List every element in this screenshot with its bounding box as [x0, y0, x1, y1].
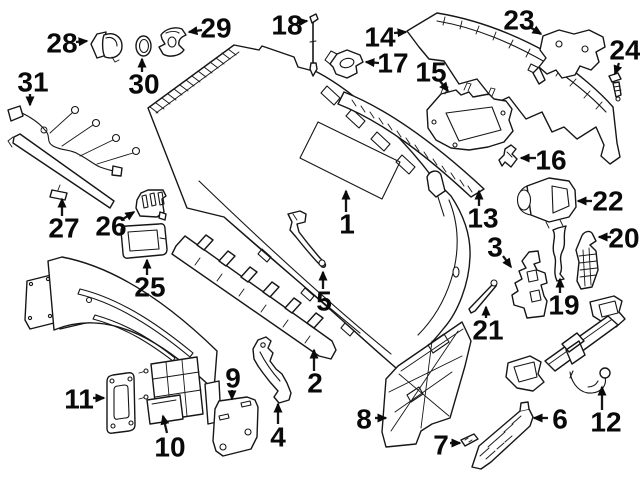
- callout-13[interactable]: 13: [467, 203, 498, 234]
- part-park-sensor: [90, 31, 123, 63]
- callout-10[interactable]: 10: [154, 432, 185, 463]
- part-seal-ring: [135, 35, 152, 57]
- callout-30[interactable]: 30: [128, 69, 159, 100]
- callout-22[interactable]: 22: [592, 186, 623, 217]
- callout-layer: 1234567891011121314151617181920212223242…: [17, 5, 640, 463]
- part-corner-bracket-lower: [252, 336, 292, 404]
- callout-arrow-23: [529, 25, 543, 35]
- part-side-bracket: [511, 250, 548, 319]
- part-corner-bracket-upper: [324, 49, 364, 79]
- part-trailer-hitch: [505, 295, 626, 394]
- part-wiring-harness: [7, 105, 141, 177]
- callout-14[interactable]: 14: [364, 22, 396, 53]
- callout-arrow-17: [364, 58, 380, 68]
- part-cover-plate: [120, 223, 168, 259]
- part-clip: [498, 144, 518, 168]
- callout-arrow-29: [187, 26, 203, 36]
- part-energy-absorber: [171, 234, 337, 360]
- callout-29[interactable]: 29: [200, 13, 231, 44]
- callout-9[interactable]: 9: [225, 363, 241, 394]
- callout-24[interactable]: 24: [609, 35, 640, 66]
- callout-arrow-24: [613, 62, 623, 76]
- callout-1[interactable]: 1: [339, 209, 355, 240]
- callout-arrow-26: [122, 211, 136, 221]
- callout-arrow-14: [393, 28, 408, 38]
- callout-16[interactable]: 16: [535, 145, 566, 176]
- callout-27[interactable]: 27: [48, 213, 79, 244]
- part-vent-grid: [575, 230, 599, 290]
- callout-18[interactable]: 18: [271, 10, 302, 41]
- part-exhaust-trim: [516, 177, 577, 229]
- part-molding-strip: [552, 225, 567, 282]
- callout-17[interactable]: 17: [377, 48, 408, 79]
- callout-2[interactable]: 2: [307, 368, 323, 399]
- callout-20[interactable]: 20: [608, 223, 639, 254]
- callout-11[interactable]: 11: [64, 384, 94, 415]
- part-closing-panel: [381, 321, 472, 448]
- part-screw: [608, 72, 622, 102]
- part-gasket-plate: [106, 372, 136, 434]
- callout-arrow-10: [160, 414, 170, 434]
- callout-6[interactable]: 6: [552, 404, 568, 435]
- part-sill-strip: [7, 133, 115, 209]
- part-step-pad: [337, 91, 485, 198]
- part-sensor-holder: [158, 27, 187, 57]
- callout-28[interactable]: 28: [46, 28, 77, 59]
- callout-31[interactable]: 31: [17, 67, 48, 98]
- callout-8[interactable]: 8: [356, 404, 372, 435]
- callout-26[interactable]: 26: [95, 211, 126, 242]
- part-support-arm: [287, 210, 327, 268]
- callout-25[interactable]: 25: [134, 272, 165, 303]
- part-pin: [309, 13, 319, 77]
- callout-15[interactable]: 15: [415, 57, 446, 88]
- part-trim-strip: [468, 279, 498, 314]
- part-housing-tray: [426, 82, 514, 151]
- callout-5[interactable]: 5: [316, 286, 332, 317]
- callout-19[interactable]: 19: [548, 290, 579, 321]
- callout-7[interactable]: 7: [433, 430, 449, 461]
- part-skid-plate: [471, 401, 534, 470]
- callout-arrow-18: [296, 17, 309, 27]
- part-access-plate: [212, 396, 259, 457]
- callout-arrow-15: [439, 80, 449, 93]
- callout-21[interactable]: 21: [472, 315, 503, 346]
- callout-23[interactable]: 23: [503, 5, 534, 36]
- callout-4[interactable]: 4: [270, 422, 286, 453]
- callout-3[interactable]: 3: [487, 232, 503, 263]
- part-strip-small: [460, 433, 479, 447]
- part-mounting-bracket: [532, 29, 606, 85]
- part-impact-bar: [24, 256, 222, 425]
- part-bumper-cover: [147, 44, 471, 369]
- callout-12[interactable]: 12: [590, 407, 621, 438]
- callout-arrow-28: [75, 37, 89, 47]
- part-retainer-bracket: [135, 189, 167, 221]
- callout-arrow-3: [502, 255, 512, 269]
